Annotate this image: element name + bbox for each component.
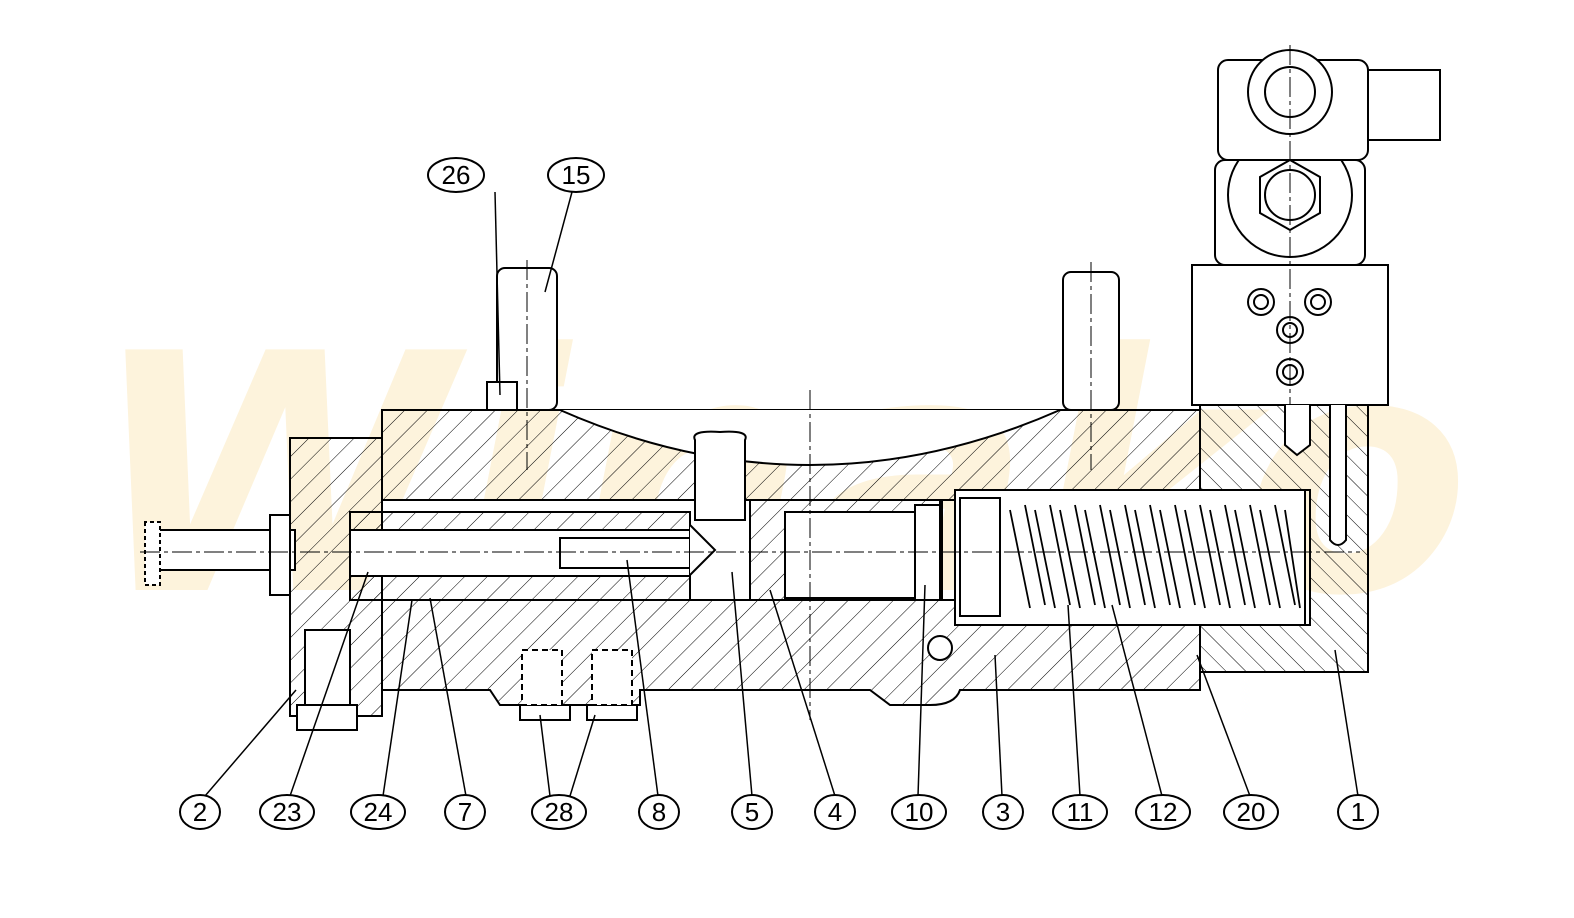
callout-label: 26 <box>442 160 471 190</box>
spring <box>1009 504 1301 609</box>
callout-5: 5 <box>731 794 773 830</box>
callout-label: 3 <box>996 797 1010 827</box>
callout-label: 23 <box>273 797 302 827</box>
callout-label: 2 <box>193 797 207 827</box>
callout-11: 11 <box>1052 794 1108 830</box>
callout-label: 12 <box>1149 797 1178 827</box>
callout-label: 28 <box>545 797 574 827</box>
callout-label: 1 <box>1351 797 1365 827</box>
callout-label: 7 <box>458 797 472 827</box>
callout-label: 24 <box>364 797 393 827</box>
callout-20: 20 <box>1223 794 1279 830</box>
callout-2: 2 <box>179 794 221 830</box>
callout-28: 28 <box>531 794 587 830</box>
callout-label: 20 <box>1237 797 1266 827</box>
callout-26: 26 <box>427 157 485 193</box>
leader-lines <box>204 191 1359 797</box>
callout-8: 8 <box>638 794 680 830</box>
callout-1: 1 <box>1337 794 1379 830</box>
callout-23: 23 <box>259 794 315 830</box>
callout-15: 15 <box>547 157 605 193</box>
callout-7: 7 <box>444 794 486 830</box>
callout-label: 8 <box>652 797 666 827</box>
callout-label: 10 <box>905 797 934 827</box>
callout-label: 4 <box>828 797 842 827</box>
callout-label: 11 <box>1067 797 1094 827</box>
callout-label: 5 <box>745 797 759 827</box>
callout-4: 4 <box>814 794 856 830</box>
callout-24: 24 <box>350 794 406 830</box>
callout-12: 12 <box>1135 794 1191 830</box>
callout-3: 3 <box>982 794 1024 830</box>
center-lines <box>140 45 1360 720</box>
callout-label: 15 <box>562 160 591 190</box>
callout-10: 10 <box>891 794 947 830</box>
